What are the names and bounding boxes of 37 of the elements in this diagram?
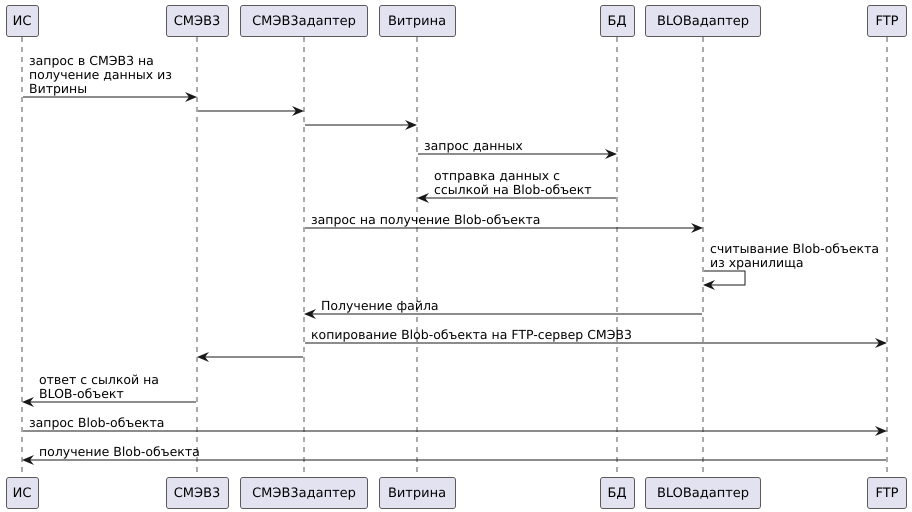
- self-message-arrow: [703, 270, 746, 290]
- message-label: запрос данных: [424, 139, 523, 153]
- message-arrow: [22, 397, 196, 407]
- message-arrow: [418, 149, 617, 159]
- message-arrow: [304, 338, 887, 348]
- message-label: считывание Blob-объекта из хранилища: [710, 242, 880, 270]
- participant-box: Витрина: [378, 477, 456, 509]
- message-label: запрос Blob-объекта: [29, 416, 164, 430]
- participant-box: ИС: [6, 5, 38, 37]
- message-label: получение Blob-объекта: [39, 445, 200, 459]
- message-arrow: [198, 106, 304, 116]
- participant-box: СМЭВ3: [166, 477, 228, 509]
- participant-box: FTP: [867, 5, 907, 37]
- message-arrow: [22, 92, 197, 102]
- participant-box: СМЭВ3адаптер: [240, 477, 368, 509]
- participant-box: СМЭВ3адаптер: [240, 5, 368, 37]
- participant-box: БД: [600, 477, 634, 509]
- message-arrow: [197, 352, 304, 362]
- message-label: ответ с сылкой на BLOB-объект: [39, 373, 159, 401]
- participant-box: БД: [600, 5, 634, 37]
- message-label: Получение файла: [321, 299, 439, 313]
- message-label: запрос на получение Blob-объекта: [311, 213, 540, 227]
- participant-box: Витрина: [378, 5, 456, 37]
- message-arrow: [22, 455, 886, 465]
- participant-box: ИС: [6, 477, 38, 509]
- participant-box: BLOBадаптер: [645, 5, 761, 37]
- message-arrow: [304, 120, 417, 130]
- participant-box: BLOBадаптер: [645, 477, 761, 509]
- message-label: копирование Blob-объекта на FTP-сервер СМЭВ3: [311, 328, 632, 342]
- message-label: запрос в СМЭВ3 на получение данных из Витрины: [29, 54, 173, 96]
- message-arrow: [304, 223, 703, 233]
- participant-box: FTP: [867, 477, 907, 509]
- participant-box: СМЭВ3: [166, 5, 228, 37]
- message-label: отправка данных с ссылкой на Blob-объект: [434, 169, 593, 197]
- message-arrow: [22, 426, 887, 436]
- message-arrow: [304, 309, 702, 319]
- message-arrow: [417, 193, 616, 203]
